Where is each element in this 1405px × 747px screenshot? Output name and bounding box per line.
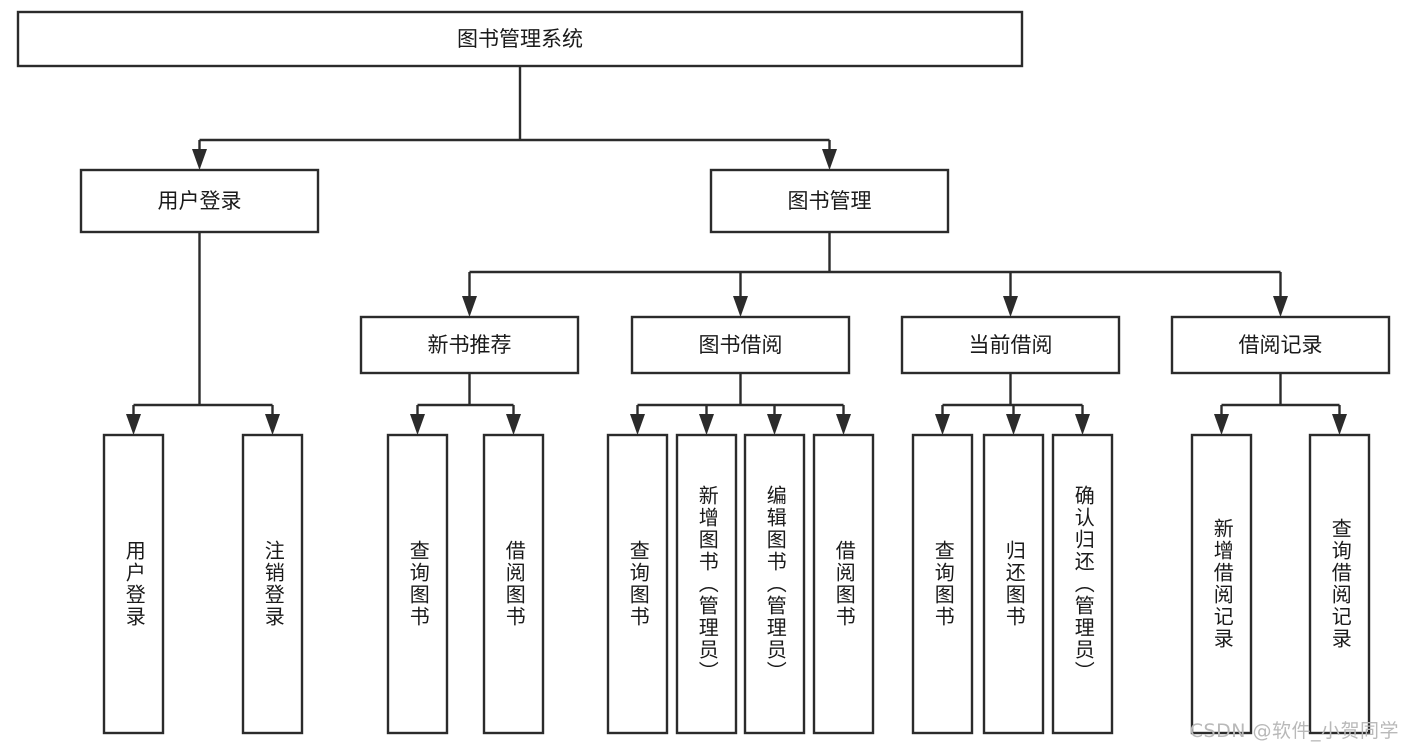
node-label-level3-0: 新书推荐	[428, 333, 512, 357]
leaf-node-1-注销登录[interactable]: 注销登录	[243, 435, 302, 733]
leaf-label-3: 借阅图书	[502, 540, 527, 628]
node-box-leaf-9[interactable]	[982, 433, 1045, 735]
node-box-level3-3[interactable]	[1170, 315, 1391, 375]
leaf-node-4-查询图书[interactable]: 查询图书	[608, 435, 667, 733]
connectors-layer	[126, 66, 1347, 435]
node-box-level2-0[interactable]	[79, 168, 320, 234]
leaf-node-9-归还图书[interactable]: 归还图书	[984, 435, 1043, 733]
leaf-node-2-查询图书[interactable]: 查询图书	[388, 435, 447, 733]
leaf-label-9: 归还图书	[1002, 540, 1027, 628]
node-box-leaf-6[interactable]	[743, 433, 806, 735]
leaf-label-1: 注销登录	[261, 540, 286, 628]
node-box-leaf-12[interactable]	[1308, 433, 1371, 735]
leafgroup-图书借阅-arrow-icon-2	[767, 414, 782, 435]
leaf-node-5-新增图书管理员[interactable]: 新增图书（管理员）	[677, 435, 736, 733]
leafgroup-借阅记录-arrow-icon-1	[1332, 414, 1347, 435]
leafgroup-图书借阅-arrow-icon-1	[699, 414, 714, 435]
leaf-node-12-查询借阅记录[interactable]: 查询借阅记录	[1310, 435, 1369, 733]
node-box-root-0[interactable]	[16, 10, 1024, 68]
leafgroup-图书借阅-arrow-icon-3	[836, 414, 851, 435]
root-to-level2-arrow-icon-1	[822, 149, 837, 170]
leaf-label-12: 查询借阅记录	[1328, 518, 1353, 650]
leaf-label-0: 用户登录	[122, 540, 147, 628]
leaf-node-8-查询图书[interactable]: 查询图书	[913, 435, 972, 733]
node-box-leaf-2[interactable]	[386, 433, 449, 735]
leafgroup-新书推荐-arrow-icon-1	[506, 414, 521, 435]
bookmgmt-to-level3-arrow-icon-0	[462, 296, 477, 317]
leafgroup-用户登录-arrow-icon-0	[126, 414, 141, 435]
node-box-leaf-10[interactable]	[1051, 433, 1114, 735]
node-box-leaf-5[interactable]	[675, 433, 738, 735]
leaf-label-8: 查询图书	[931, 540, 956, 628]
leaf-label-2: 查询图书	[406, 540, 431, 628]
leaf-node-3-借阅图书[interactable]: 借阅图书	[484, 435, 543, 733]
leaf-node-11-新增借阅记录[interactable]: 新增借阅记录	[1192, 435, 1251, 733]
node-box-level3-0[interactable]	[359, 315, 580, 375]
node-box-leaf-1[interactable]	[241, 433, 304, 735]
node-box-leaf-3[interactable]	[482, 433, 545, 735]
leaf-node-6-编辑图书管理员[interactable]: 编辑图书（管理员）	[745, 435, 804, 733]
node-label-level2-1: 图书管理	[788, 189, 872, 213]
node-label-root-0: 图书管理系统	[457, 27, 583, 51]
leafgroup-图书借阅-arrow-icon-0	[630, 414, 645, 435]
node-box-leaf-8[interactable]	[911, 433, 974, 735]
leaf-node-0-用户登录[interactable]: 用户登录	[104, 435, 163, 733]
node-label-level2-0: 用户登录	[158, 189, 242, 213]
leaf-label-5: 新增图书（管理员）	[695, 485, 720, 683]
boxes-layer	[16, 10, 1391, 735]
leafgroup-当前借阅-arrow-icon-2	[1075, 414, 1090, 435]
csdn-watermark: CSDN @软件_小贺同学	[1189, 720, 1399, 742]
leafgroup-当前借阅-arrow-icon-1	[1006, 414, 1021, 435]
bookmgmt-to-level3-arrow-icon-3	[1273, 296, 1288, 317]
root-to-level2-arrow-icon-0	[192, 149, 207, 170]
leaf-node-7-借阅图书[interactable]: 借阅图书	[814, 435, 873, 733]
node-label-level3-2: 当前借阅	[969, 333, 1053, 357]
node-box-leaf-11[interactable]	[1190, 433, 1253, 735]
leafgroup-借阅记录-arrow-icon-0	[1214, 414, 1229, 435]
bookmgmt-to-level3-arrow-icon-2	[1003, 296, 1018, 317]
node-box-leaf-4[interactable]	[606, 433, 669, 735]
bookmgmt-to-level3-arrow-icon-1	[733, 296, 748, 317]
leaf-node-10-确认归还管理员[interactable]: 确认归还（管理员）	[1053, 435, 1112, 733]
node-box-level2-1[interactable]	[709, 168, 950, 234]
leafgroup-当前借阅-arrow-icon-0	[935, 414, 950, 435]
leaf-label-10: 确认归还（管理员）	[1071, 485, 1096, 683]
leaf-label-11: 新增借阅记录	[1210, 518, 1235, 650]
leaf-label-6: 编辑图书（管理员）	[763, 485, 788, 683]
leafgroup-新书推荐-arrow-icon-0	[410, 414, 425, 435]
leaf-label-4: 查询图书	[626, 540, 651, 628]
node-label-level3-1: 图书借阅	[699, 333, 783, 357]
leafgroup-用户登录-arrow-icon-1	[265, 414, 280, 435]
node-box-level3-1[interactable]	[630, 315, 851, 375]
node-box-leaf-7[interactable]	[812, 433, 875, 735]
leaf-label-7: 借阅图书	[832, 540, 857, 628]
node-box-level3-2[interactable]	[900, 315, 1121, 375]
node-box-leaf-0[interactable]	[102, 433, 165, 735]
node-label-level3-3: 借阅记录	[1239, 333, 1323, 357]
